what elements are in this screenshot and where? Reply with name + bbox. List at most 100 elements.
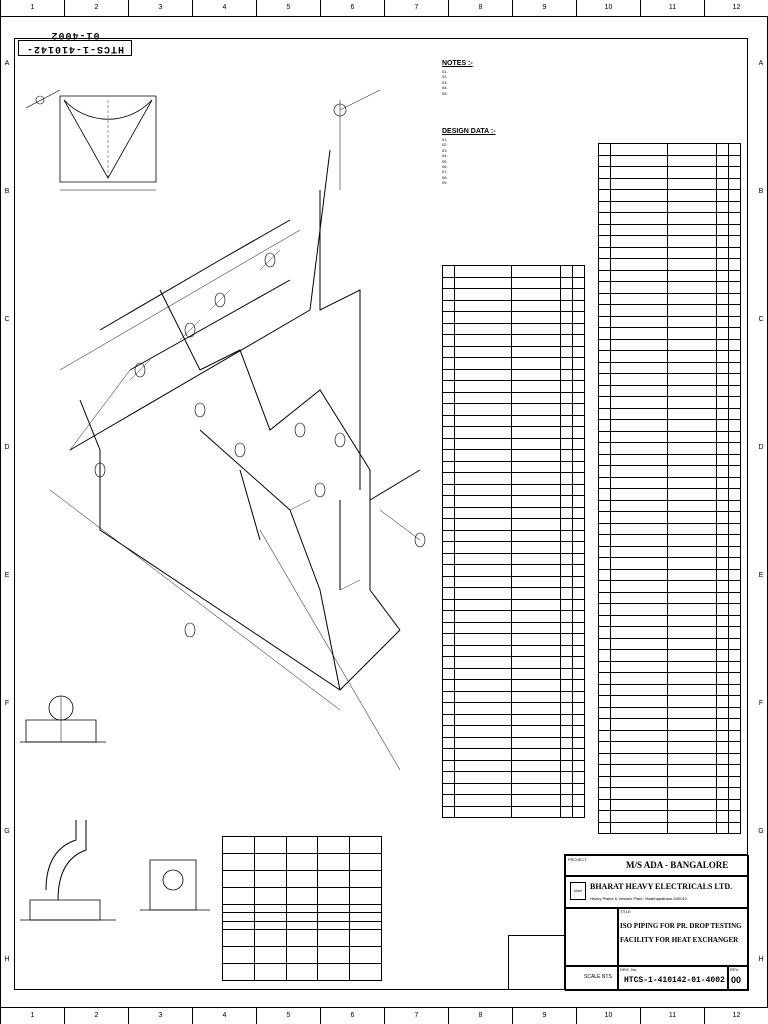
zone-column-label: 8 — [448, 1008, 512, 1024]
zone-column-label: 7 — [384, 1008, 448, 1024]
bom-row — [598, 361, 741, 374]
bom-row — [442, 449, 585, 462]
support-row — [222, 929, 382, 947]
bom-row — [598, 488, 741, 501]
zone-column-label: 12 — [704, 1008, 768, 1024]
zone-column-label: 5 — [256, 1008, 320, 1024]
bom-row — [442, 598, 585, 611]
project-label: PROJECT — [568, 857, 587, 862]
support-schedule-table-1 — [222, 836, 382, 922]
bom-row — [442, 472, 585, 485]
bom-row — [442, 644, 585, 657]
bom-row — [598, 718, 741, 731]
bom-row — [598, 603, 741, 616]
bom-row — [598, 626, 741, 639]
note-line: 03. — [442, 79, 448, 85]
bom-row — [442, 357, 585, 370]
bom-row — [598, 315, 741, 328]
bom-row — [598, 292, 741, 305]
inner-border — [14, 38, 748, 990]
design-line: 02. — [442, 142, 448, 148]
bom-row — [598, 246, 741, 259]
bom-row — [598, 695, 741, 708]
bom-row — [598, 442, 741, 455]
design-line: 08. — [442, 174, 448, 180]
zone-row-label: F — [4, 700, 10, 707]
bom-row — [442, 621, 585, 634]
bom-row — [442, 587, 585, 600]
revision-table — [508, 935, 566, 990]
zone-row-label: H — [4, 956, 10, 963]
bom-row — [598, 269, 741, 282]
bom-row — [598, 821, 741, 834]
zone-row-label: D — [4, 444, 10, 451]
company-address: Heavy Plates & Vessels Plant, Visakhapat… — [590, 896, 688, 901]
isometric-piping-drawing — [40, 70, 440, 770]
bom-row — [442, 460, 585, 473]
bom-row — [442, 805, 585, 818]
bom-row — [598, 430, 741, 443]
note-line: 01. — [442, 69, 448, 74]
bom-row — [598, 764, 741, 777]
bom-row — [442, 345, 585, 358]
support-row — [222, 912, 382, 930]
zone-column-label: 11 — [640, 0, 704, 16]
design-line: 05. — [442, 158, 448, 164]
bom-row — [442, 299, 585, 312]
client-name: M/S ADA - BANGALORE — [626, 860, 729, 870]
bom-row — [598, 810, 741, 823]
bom-row — [598, 327, 741, 340]
zone-column-label: 6 — [320, 1008, 384, 1024]
zone-row-label: H — [758, 956, 764, 963]
bom-row — [598, 706, 741, 719]
bom-row — [598, 741, 741, 754]
bom-row — [442, 564, 585, 577]
bom-row — [442, 575, 585, 588]
bom-row — [598, 258, 741, 271]
note-line: 04. — [442, 85, 448, 91]
bom-row — [598, 637, 741, 650]
bom-row — [442, 771, 585, 784]
bom-row — [598, 775, 741, 788]
zone-row-label: A — [4, 60, 10, 67]
bom-row — [598, 154, 741, 167]
bom-row — [442, 667, 585, 680]
bom-row — [598, 143, 741, 156]
zone-column-label: 7 — [384, 0, 448, 16]
bom-row — [442, 690, 585, 703]
design-line: 01. — [442, 137, 448, 142]
zone-column-label: 4 — [192, 1008, 256, 1024]
support-row — [222, 887, 382, 905]
bom-row — [598, 281, 741, 294]
zone-column-label: 10 — [576, 0, 640, 16]
zone-row-label: G — [758, 828, 764, 835]
bom-row — [598, 557, 741, 570]
bom-table-left — [442, 265, 585, 818]
bom-row — [598, 522, 741, 535]
zone-row-label: E — [758, 572, 764, 579]
rev-label: REV. — [730, 967, 739, 972]
bom-row — [442, 518, 585, 531]
zone-column-label: 2 — [64, 1008, 128, 1024]
support-row — [222, 853, 382, 871]
zone-column-label: 8 — [448, 0, 512, 16]
zone-column-label: 10 — [576, 1008, 640, 1024]
bom-row — [598, 384, 741, 397]
drg-no-label: DRG. No. — [620, 967, 638, 972]
design-line: 03. — [442, 147, 448, 153]
bom-row — [598, 649, 741, 662]
bom-row — [442, 483, 585, 496]
design-data-block: DESIGN DATA :- 01. 02. 03. 04. 05. 06. 0… — [442, 128, 562, 186]
zone-column-label: 9 — [512, 0, 576, 16]
bom-row — [442, 633, 585, 646]
bom-row — [442, 495, 585, 508]
bom-row — [442, 414, 585, 427]
zone-column-label: 12 — [704, 0, 768, 16]
bom-row — [442, 529, 585, 542]
approval-grid — [565, 907, 619, 967]
bom-row — [442, 552, 585, 565]
design-data-heading: DESIGN DATA :- — [442, 128, 496, 135]
design-line: 04. — [442, 153, 448, 159]
bom-row — [598, 798, 741, 811]
